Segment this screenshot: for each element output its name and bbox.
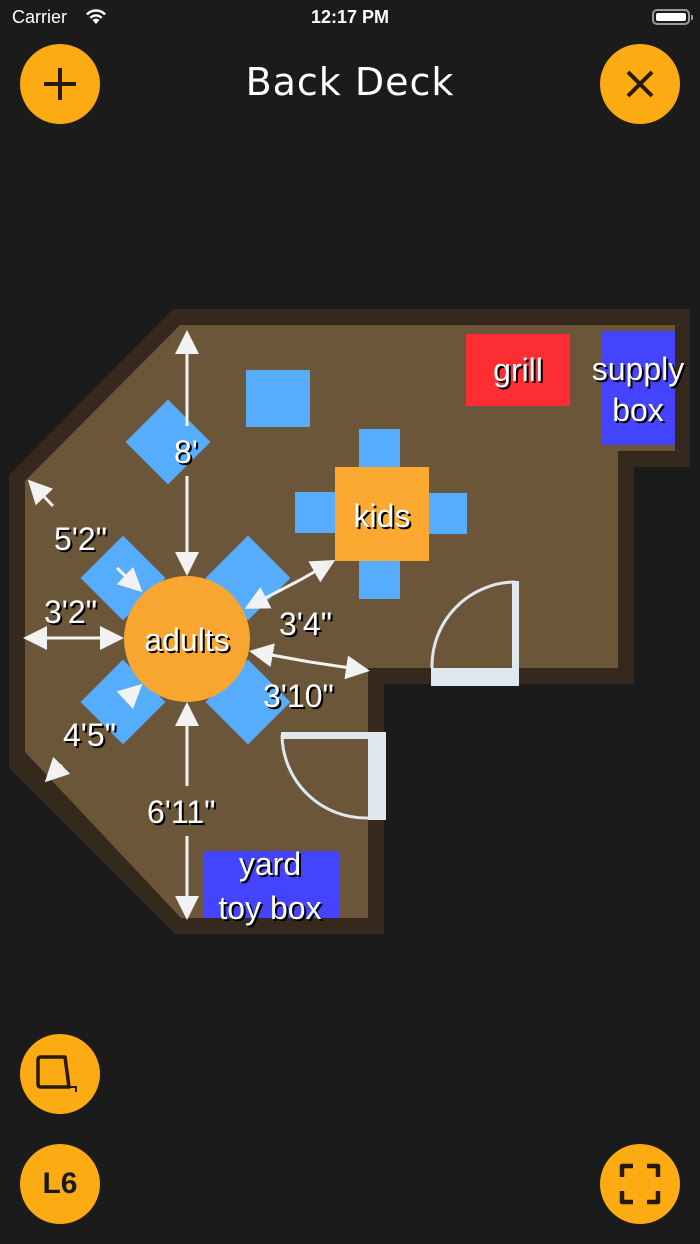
supply-box[interactable] <box>602 331 675 445</box>
fit-screen-button[interactable] <box>600 1144 680 1224</box>
carrier-label: Carrier <box>12 7 68 27</box>
measurement-lines <box>23 330 370 920</box>
yard-toy-box-label-line2: toy box <box>218 890 322 926</box>
kids-table[interactable] <box>335 467 429 561</box>
plus-icon <box>44 68 76 100</box>
supply-box-label-line2: box <box>612 392 664 428</box>
yard-toy-box-label-line1: yard <box>238 846 302 882</box>
door-lower[interactable] <box>280 732 386 820</box>
deck-surface[interactable] <box>25 325 675 918</box>
measurement-3-4: 3'4" <box>279 606 333 642</box>
measurement-3-2: 3'2" <box>44 594 98 630</box>
shape-icon <box>36 1055 77 1092</box>
chair[interactable] <box>295 492 336 533</box>
fit-screen-icon <box>619 1163 661 1205</box>
yard-toy-box[interactable] <box>203 851 339 918</box>
level-label: L6 <box>42 1167 78 1200</box>
door-upper[interactable] <box>430 580 519 686</box>
supply-box-label-line1: supply <box>591 351 685 387</box>
clock: 12:17 PM <box>310 7 390 27</box>
close-button[interactable] <box>600 44 680 124</box>
page-title: Back Deck <box>245 60 455 104</box>
measurement-8ft: 8' <box>174 434 198 470</box>
grill-label: grill <box>493 352 543 388</box>
wifi-icon <box>86 9 106 24</box>
measurement-3-10: 3'10" <box>263 678 334 714</box>
measurement-6-11: 6'11" <box>147 794 216 830</box>
status-bar: Carrier 12:17 PM <box>0 0 700 36</box>
battery-icon <box>652 9 693 25</box>
shape-tool-button[interactable] <box>20 1034 100 1114</box>
add-button[interactable] <box>20 44 100 124</box>
chair[interactable] <box>359 560 400 599</box>
chair[interactable] <box>428 493 467 534</box>
close-icon <box>626 70 654 98</box>
measurement-4-5: 4'5" <box>63 717 117 753</box>
adults-table-label: adults <box>144 622 230 658</box>
kids-table-label: kids <box>353 498 411 534</box>
measurement-5-2: 5'2" <box>54 521 108 557</box>
chair[interactable] <box>125 399 211 485</box>
adults-table[interactable] <box>124 576 250 702</box>
chair[interactable] <box>246 370 310 427</box>
chair[interactable] <box>359 429 400 469</box>
level-button[interactable]: L6 <box>20 1144 100 1224</box>
grill[interactable] <box>466 334 570 406</box>
